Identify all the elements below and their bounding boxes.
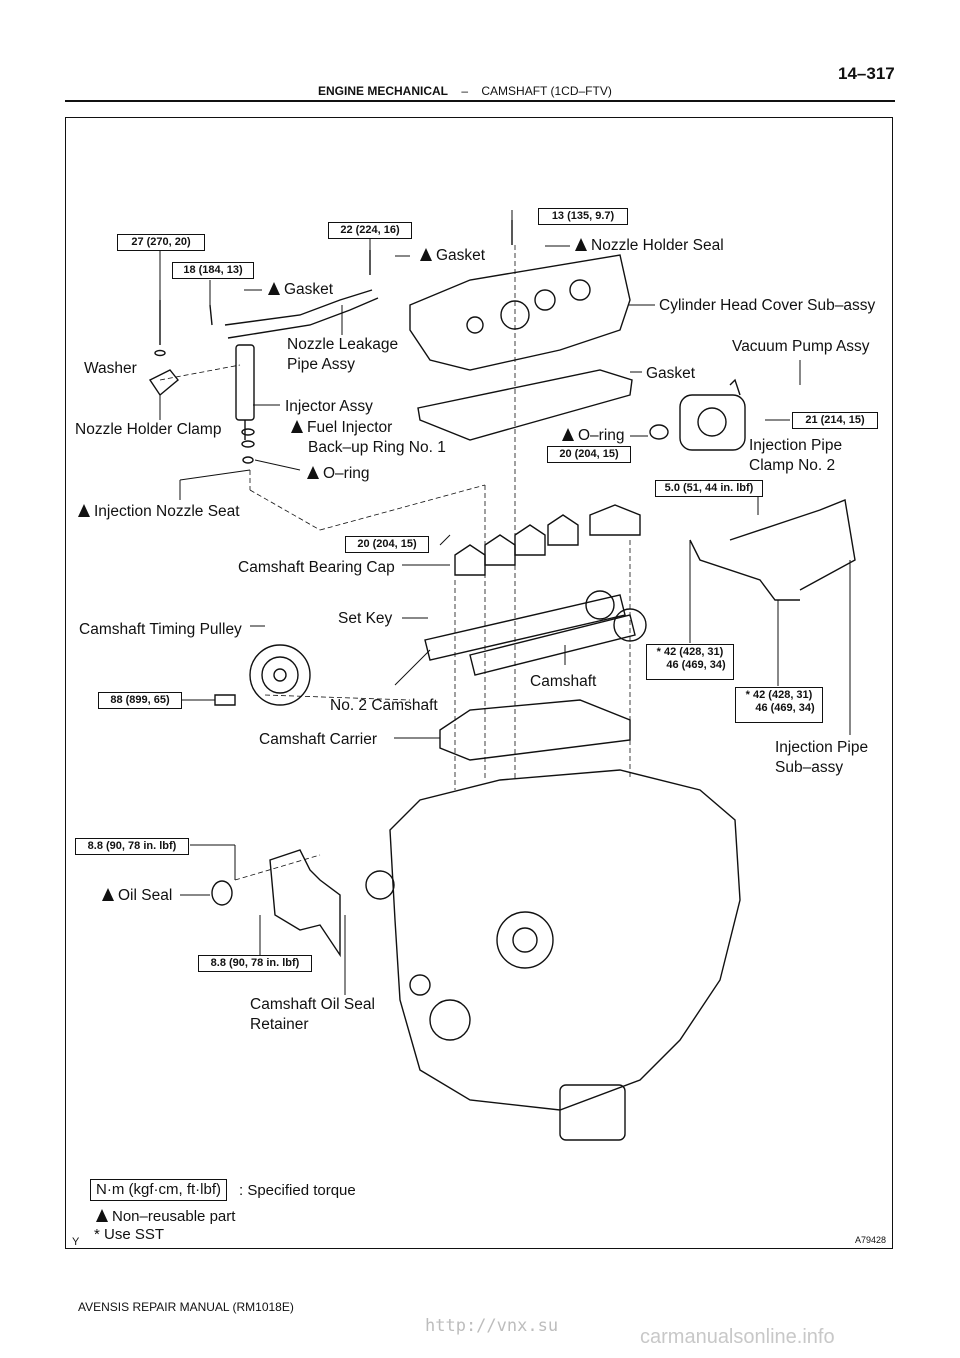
legend-non-reusable: Non–reusable part [96,1207,235,1227]
legend-specified-torque: : Specified torque [239,1182,356,1199]
watermark-url: http://vnx.su [425,1316,559,1336]
non-reusable-icon [307,466,319,479]
nozzle-leakage-line2: Pipe Assy [287,356,356,373]
non-reusable-icon [291,420,303,433]
nozzle-holder-seal-text: Nozzle Holder Seal [591,237,724,254]
non-reusable-icon [420,248,432,261]
torque-42-b: * 42 (428, 31) 46 (469, 34) [735,687,823,723]
torque-21: 21 (214, 15) [792,412,878,429]
injection-pipe-clamp-line2: Clamp No. 2 [749,457,836,474]
label-set-key: Set Key [338,610,393,627]
non-reusable-icon [78,504,90,517]
legend-use-sst: * Use SST [94,1226,165,1243]
injection-pipe-sub-line1: Injection Pipe [775,739,869,756]
label-gasket-cover: Gasket [646,365,696,382]
label-camshaft-carrier: Camshaft Carrier [259,731,377,748]
label-nozzle-leakage-pipe: Nozzle Leakage Pipe Assy [287,335,398,375]
o-ring-vacuum-text: O–ring [578,427,625,444]
label-injection-pipe-clamp: Injection Pipe Clamp No. 2 [749,436,842,476]
oil-seal-text: Oil Seal [118,887,173,904]
torque-42-a-line1: * 42 (428, 31) [656,646,724,658]
label-camshaft: Camshaft [530,673,597,690]
oil-seal-retainer-line1: Camshaft Oil Seal [250,996,375,1013]
label-injector-assy: Injector Assy [285,398,373,415]
gasket-top-text: Gasket [436,247,486,264]
footer-manual-title: AVENSIS REPAIR MANUAL (RM1018E) [78,1300,294,1314]
label-vacuum-pump: Vacuum Pump Assy [732,338,870,355]
oil-seal-retainer-line2: Retainer [250,1016,309,1033]
fuel-injector-line1: Fuel Injector [307,419,393,436]
label-gasket-top: Gasket [420,246,485,266]
label-camshaft-timing-pulley: Camshaft Timing Pulley [79,621,242,638]
label-camshaft-oil-seal-retainer: Camshaft Oil Seal Retainer [250,995,375,1035]
torque-18: 18 (184, 13) [172,262,254,279]
label-nozzle-holder-seal: Nozzle Holder Seal [575,236,724,256]
torque-22: 22 (224, 16) [328,222,412,239]
subsection-name: CAMSHAFT (1CD–FTV) [481,84,612,98]
injection-nozzle-seat-text: Injection Nozzle Seat [94,503,240,520]
label-camshaft-bearing-cap: Camshaft Bearing Cap [238,559,395,576]
nozzle-leakage-line1: Nozzle Leakage [287,336,399,353]
non-reusable-icon [575,238,587,251]
label-cylinder-head-cover: Cylinder Head Cover Sub–assy [659,297,876,314]
legend-unit-box: N·m (kgf·cm, ft·lbf) [90,1179,227,1201]
injection-pipe-sub-line2: Sub–assy [775,759,844,776]
corner-mark: Y [72,1236,80,1248]
torque-42-b-line2: 46 (469, 34) [755,702,815,714]
torque-8-8-top: 8.8 (90, 78 in. lbf) [75,838,189,855]
o-ring-injector-text: O–ring [323,465,370,482]
section-title: ENGINE MECHANICAL – CAMSHAFT (1CD–FTV) [318,84,612,98]
gasket-left-text: Gasket [284,281,334,298]
label-injection-pipe-sub: Injection Pipe Sub–assy [775,738,868,778]
label-gasket-leakage: Gasket [268,280,333,300]
watermark-site: carmanualsonline.info [640,1326,835,1348]
label-injection-nozzle-seat: Injection Nozzle Seat [78,502,240,522]
title-separator: – [461,84,469,98]
injection-pipe-clamp-line1: Injection Pipe [749,437,843,454]
torque-42-b-line1: * 42 (428, 31) [745,689,813,701]
torque-88: 88 (899, 65) [98,692,182,709]
label-washer: Washer [84,360,137,377]
diagram-frame [65,117,893,1249]
torque-13: 13 (135, 9.7) [538,208,628,225]
page-number: 14–317 [838,64,895,83]
non-reusable-icon [562,428,574,441]
non-reusable-icon [102,888,114,901]
torque-42-a-line2: 46 (469, 34) [666,659,726,671]
torque-20-bearing: 20 (204, 15) [345,536,429,553]
non-reusable-icon [268,282,280,295]
torque-42-a: * 42 (428, 31) 46 (469, 34) [646,644,734,680]
torque-27: 27 (270, 20) [117,234,205,251]
label-nozzle-holder-clamp: Nozzle Holder Clamp [75,421,222,438]
legend-non-reusable-text: Non–reusable part [112,1208,236,1225]
label-no2-camshaft: No. 2 Camshaft [330,697,438,714]
label-fuel-injector: Fuel Injector Back–up Ring No. 1 [291,418,446,458]
torque-8-8-bottom: 8.8 (90, 78 in. lbf) [198,955,312,972]
label-oil-seal: Oil Seal [102,886,172,906]
label-o-ring-vacuum: O–ring [562,426,625,446]
torque-20-cap: 20 (204, 15) [547,446,631,463]
torque-5: 5.0 (51, 44 in. lbf) [655,480,763,497]
header-rule [65,100,895,102]
label-o-ring-injector: O–ring [307,464,370,484]
section-name: ENGINE MECHANICAL [318,84,449,98]
figure-code: A79428 [855,1235,887,1245]
fuel-injector-line2: Back–up Ring No. 1 [308,439,446,456]
non-reusable-icon [96,1209,108,1222]
